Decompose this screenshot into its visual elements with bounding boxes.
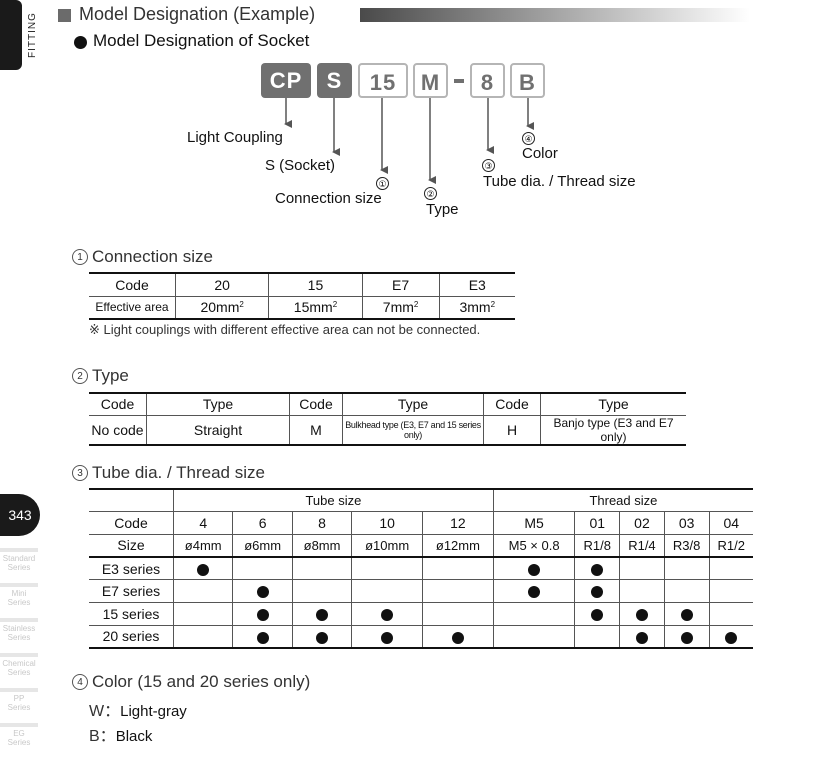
circled-4: ④: [522, 132, 535, 145]
side-tab: [0, 0, 22, 70]
table-row: Effective area 20mm2 15mm2 7mm2 3mm2: [89, 295, 515, 320]
availability-dot-icon: [591, 563, 604, 576]
code-dash: [454, 79, 464, 83]
table-row: 15 series: [89, 601, 753, 626]
label-connection-size: Connection size: [275, 190, 382, 207]
availability-dot-icon: [451, 631, 464, 644]
color-option-w: W：Light-gray: [89, 703, 187, 720]
code-box-s: S: [317, 63, 352, 98]
availability-dot-icon: [381, 631, 394, 644]
callout-arrows: [284, 98, 534, 184]
title-gradient-bar: [360, 8, 750, 22]
code-box-size: 15: [358, 63, 408, 98]
code-box-tube: 8: [470, 63, 505, 98]
table-row: 20 series: [89, 624, 753, 649]
availability-dot-icon: [316, 609, 329, 622]
circled-1: ①: [376, 177, 389, 190]
color-option-b: B：Black: [89, 728, 153, 745]
availability-dot-icon: [725, 631, 738, 644]
connection-note: ※ Light couplings with different effecti…: [89, 322, 481, 337]
type-table: Code Type Code Type Code Type No code St…: [89, 392, 686, 446]
table-row: Tube size Thread size: [89, 488, 753, 513]
subtitle: Model Designation of Socket: [93, 31, 310, 50]
table-row: E3 series: [89, 556, 753, 581]
table-row: Code Type Code Type Code Type: [89, 392, 686, 416]
availability-dot-icon: [256, 631, 269, 644]
label-tube: Tube dia. / Thread size: [483, 173, 636, 190]
availability-dot-icon: [528, 563, 541, 576]
availability-dot-icon: [528, 586, 541, 599]
availability-dot-icon: [591, 586, 604, 599]
bullet-icon: [74, 36, 87, 49]
availability-dot-icon: [635, 631, 648, 644]
availability-dot-icon: [256, 609, 269, 622]
availability-dot-icon: [680, 609, 693, 622]
code-box-cp: CP: [261, 63, 311, 98]
availability-dot-icon: [381, 609, 394, 622]
availability-dot-icon: [256, 586, 269, 599]
table-row: E7 series: [89, 579, 753, 603]
availability-dot-icon: [316, 631, 329, 644]
availability-dot-icon: [591, 609, 604, 622]
availability-dot-icon: [197, 563, 210, 576]
circled-3: ③: [482, 159, 495, 172]
page-title: Model Designation (Example): [79, 4, 316, 24]
availability-dot-icon: [635, 609, 648, 622]
title-square-icon: [58, 9, 71, 22]
label-socket: S (Socket): [265, 157, 336, 174]
availability-dot-icon: [680, 631, 693, 644]
circled-2: ②: [424, 187, 437, 200]
page-number: 343: [0, 494, 40, 536]
label-light-coupling: Light Coupling: [187, 129, 283, 146]
label-color: Color: [522, 145, 558, 162]
table-row: No code Straight M Bulkhead type (E3, E7…: [89, 414, 686, 446]
label-type: Type: [426, 201, 459, 218]
code-box-color: B: [510, 63, 545, 98]
code-box-type: M: [413, 63, 448, 98]
